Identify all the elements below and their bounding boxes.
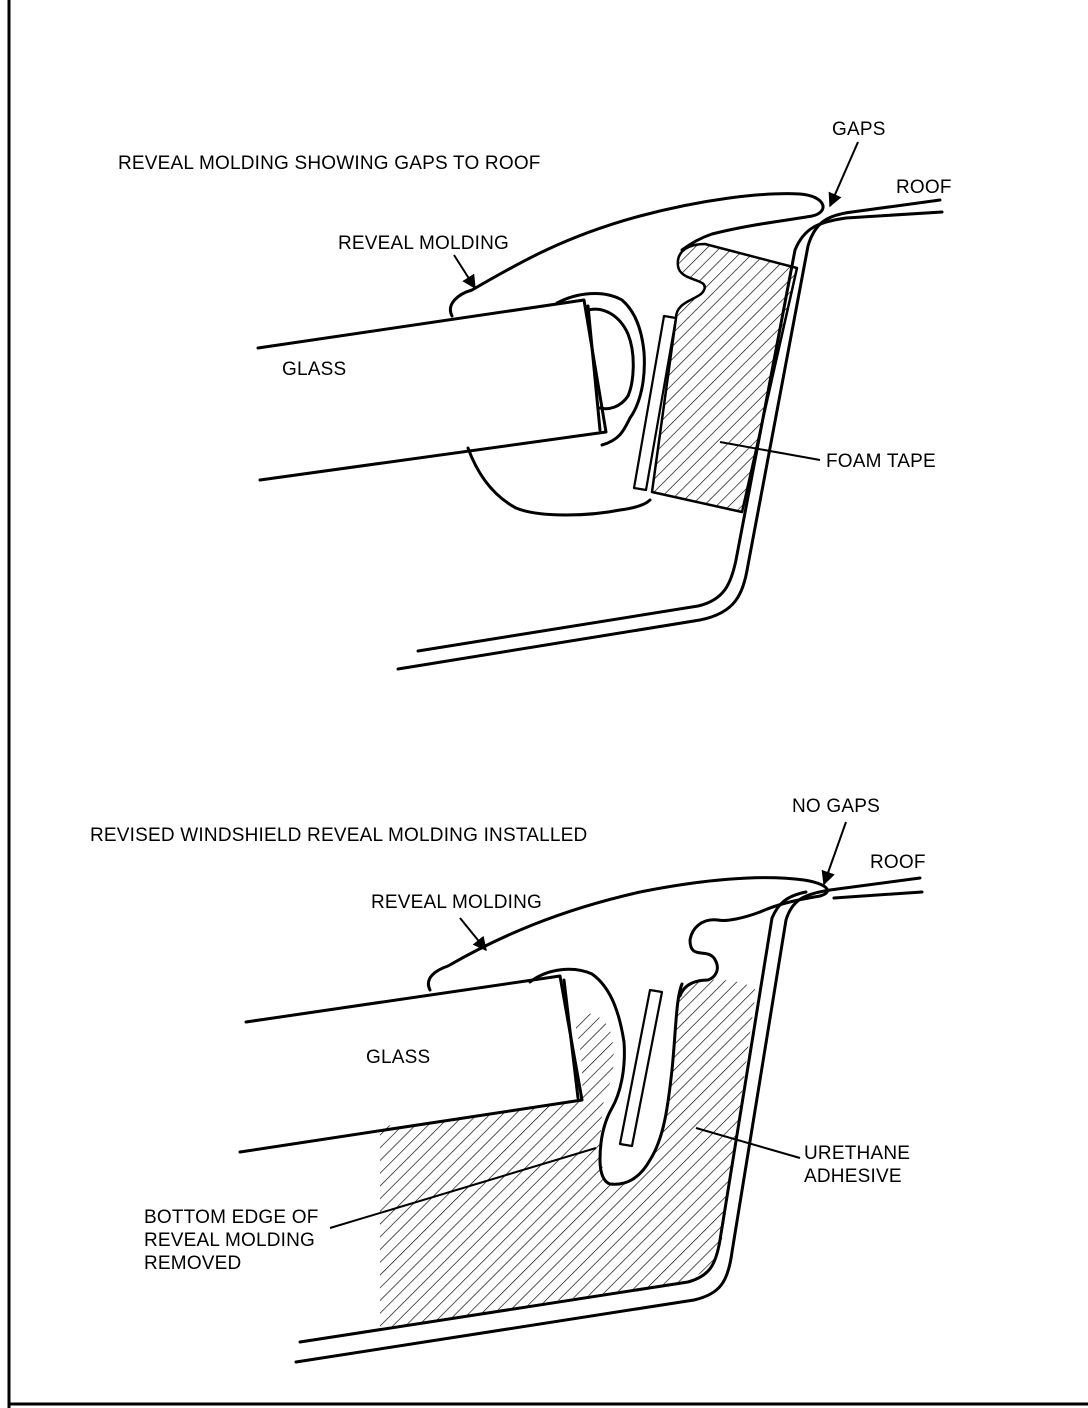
foam-tape-leader bbox=[719, 441, 821, 461]
no-gaps-leader bbox=[821, 821, 847, 886]
roof-panel-inner-line bbox=[416, 210, 944, 653]
reveal-molding-lip bbox=[555, 292, 646, 447]
page-frame bbox=[7, 0, 1088, 1408]
roof-panel-outer bbox=[396, 198, 942, 671]
gaps-leader bbox=[828, 141, 859, 208]
reveal-molding-leader bbox=[453, 254, 476, 290]
molding-insert-strip bbox=[632, 314, 678, 492]
reveal-molding-hook bbox=[528, 967, 684, 1186]
bottom-leaders bbox=[329, 821, 847, 1229]
reveal-molding-label-bottom: REVEAL MOLDING bbox=[371, 892, 543, 913]
bottom-caption: REVISED WINDSHIELD REVEAL MOLDING INSTAL… bbox=[90, 825, 588, 846]
top-figure bbox=[256, 192, 944, 671]
foam-tape-shape bbox=[650, 242, 799, 514]
reveal-molding-lower-body bbox=[466, 446, 652, 517]
reveal-molding-label-top: REVEAL MOLDING bbox=[338, 233, 510, 254]
no-gaps-label: NO GAPS bbox=[792, 796, 880, 817]
roof-label-bottom: ROOF bbox=[870, 852, 926, 873]
roof-panel-outer bbox=[294, 876, 922, 1364]
bottom-figure bbox=[238, 876, 924, 1364]
roof-panel-inner bbox=[298, 890, 808, 1344]
reveal-molding-shape bbox=[427, 876, 829, 998]
bottom-edge-label: BOTTOM EDGE OF REVEAL MOLDING REMOVED bbox=[144, 1207, 319, 1274]
urethane-adhesive-label: URETHANE ADHESIVE bbox=[804, 1143, 911, 1187]
top-leaders bbox=[453, 141, 859, 461]
roof-panel-top bbox=[832, 890, 924, 900]
urethane-leader bbox=[695, 1127, 801, 1159]
molding-insert-strip bbox=[618, 988, 664, 1148]
reveal-molding-shape bbox=[449, 192, 825, 318]
glass-pane bbox=[256, 298, 608, 482]
glass-edge-line bbox=[562, 978, 580, 1100]
reveal-molding-leader bbox=[459, 917, 487, 952]
reveal-molding-inner-lip bbox=[586, 307, 635, 411]
glass-label-bottom: GLASS bbox=[366, 1047, 431, 1068]
top-caption: REVEAL MOLDING SHOWING GAPS TO ROOF bbox=[118, 153, 541, 174]
roof-label-top: ROOF bbox=[896, 177, 952, 198]
gaps-label: GAPS bbox=[832, 119, 886, 140]
foam-tape-label: FOAM TAPE bbox=[826, 451, 936, 472]
glass-label-top: GLASS bbox=[282, 359, 347, 380]
bottom-edge-leader bbox=[329, 1147, 597, 1229]
urethane-adhesive-shape bbox=[380, 979, 756, 1330]
glass-edge-line bbox=[586, 304, 602, 432]
